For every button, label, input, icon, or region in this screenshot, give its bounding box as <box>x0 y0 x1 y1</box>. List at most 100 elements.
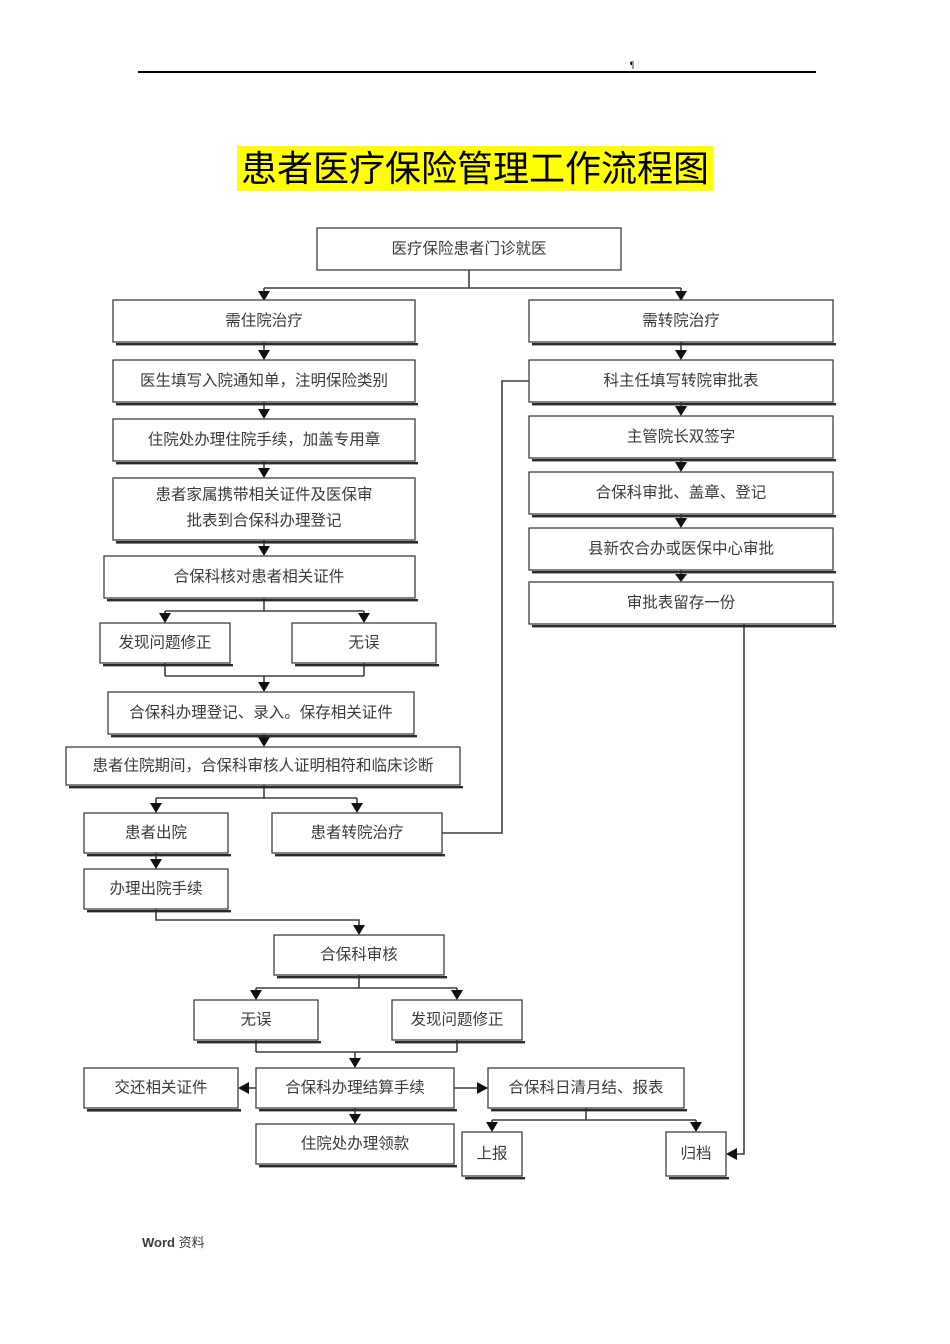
node-keep-one-copy-of-approval-form[interactable]: 审批表留存一份 <box>528 581 836 628</box>
node-daily-monthly-settlement-report[interactable]: 合保科日清月结、报表 <box>487 1067 687 1112</box>
arrowhead-n5-n6 <box>258 546 270 556</box>
node-verify-patient-documents[interactable]: 合保科核对患者相关证件 <box>103 555 418 602</box>
node-insurance-dept-approve-stamp-register[interactable]: 合保科审批、盖章、登记 <box>528 471 836 518</box>
node-label: 合保科审批、盖章、登记 <box>596 484 767 502</box>
node-shadow <box>275 854 445 857</box>
node-report-upward[interactable]: 上报 <box>461 1131 525 1180</box>
node-patient-transfer-treatment[interactable]: 患者转院治疗 <box>271 812 445 857</box>
node-box <box>112 299 416 343</box>
node-box <box>103 555 416 599</box>
node-shadow <box>491 1109 687 1112</box>
node-insurance-dept-review[interactable]: 合保科审核 <box>273 934 447 979</box>
node-box <box>391 999 523 1041</box>
arrowhead-n1-n2 <box>258 291 270 301</box>
arrowhead-n6-n8 <box>358 613 370 623</box>
node-label: 县新农合办或医保中心审批 <box>588 540 774 558</box>
arrowhead-n14-n15 <box>250 990 262 1000</box>
node-shadow <box>259 1109 457 1112</box>
node-label: 需转院治疗 <box>642 311 720 330</box>
node-return-documents[interactable]: 交还相关证件 <box>83 1067 241 1112</box>
node-box <box>112 477 416 541</box>
arrowhead-r5-r6 <box>675 574 687 582</box>
node-issue-found-correct-2[interactable]: 发现问题修正 <box>391 999 525 1044</box>
node-box <box>112 359 416 403</box>
arrowhead-n4-n5 <box>258 468 270 478</box>
node-label: 住院处办理领款 <box>301 1134 410 1153</box>
arrowhead-r3-r4 <box>675 462 687 472</box>
node-label: 发现问题修正 <box>118 634 211 652</box>
node-shadow <box>295 664 439 667</box>
node-label: 患者住院期间，合保科审核人证明相符和临床诊断 <box>92 756 433 775</box>
arrowhead-n1-r1 <box>675 291 687 301</box>
node-settlement-procedures[interactable]: 合保科办理结算手续 <box>255 1067 457 1112</box>
node-discharge-procedures[interactable]: 办理出院手续 <box>83 868 231 913</box>
node-label: 需住院治疗 <box>225 311 303 330</box>
node-shadow <box>116 462 418 465</box>
node-box <box>83 1067 239 1109</box>
node-inpatient-office-payment[interactable]: 住院处办理领款 <box>255 1123 457 1168</box>
node-no-error-2[interactable]: 无误 <box>193 999 321 1044</box>
node-label: 主管院长双签字 <box>627 427 736 446</box>
node-box <box>83 812 229 854</box>
node-issue-found-correct-1[interactable]: 发现问题修正 <box>99 622 233 667</box>
node-family-brings-documents[interactable]: 患者家属携带相关证件及医保审 批表到合保科办理登记 <box>112 477 418 544</box>
node-shadow <box>277 976 447 979</box>
node-shadow <box>532 343 836 346</box>
node-box <box>273 934 445 976</box>
node-shadow <box>87 854 231 857</box>
node-label: 审批表留存一份 <box>627 594 736 612</box>
node-box <box>255 1123 455 1165</box>
footer-suffix-label: 资料 <box>174 1235 205 1250</box>
node-need-hospital-transfer[interactable]: 需转院治疗 <box>528 299 836 346</box>
node-label: 无误 <box>240 1011 271 1029</box>
node-box <box>65 746 461 786</box>
node-shadow <box>259 1165 457 1168</box>
node-label: 办理出院手续 <box>109 879 202 898</box>
node-shadow <box>116 541 418 544</box>
node-patient-discharged[interactable]: 患者出院 <box>83 812 231 857</box>
node-no-error-1[interactable]: 无误 <box>291 622 439 667</box>
arrowhead-r4-r5 <box>675 518 687 528</box>
node-label: 患者出院 <box>125 823 187 842</box>
arrowhead-n10-n12 <box>351 803 363 813</box>
node-box <box>528 581 834 625</box>
node-label-line2: 批表到合保科办理登记 <box>186 512 341 530</box>
node-shadow <box>532 571 836 574</box>
node-box <box>83 868 229 910</box>
header-paragraph-mark: ¶ <box>630 60 635 70</box>
arrowhead-n9-n10 <box>258 737 270 747</box>
arrowhead-merge-n18 <box>349 1058 361 1068</box>
node-during-hospitalization-audit[interactable]: 患者住院期间，合保科审核人证明相符和临床诊断 <box>65 746 463 789</box>
node-box <box>112 418 416 462</box>
node-archive[interactable]: 归档 <box>665 1131 729 1180</box>
node-shadow <box>111 735 417 738</box>
arrowhead-n18-n17 <box>238 1082 249 1094</box>
arrowhead-n6-n7 <box>159 613 171 623</box>
node-label: 归档 <box>680 1145 711 1163</box>
arrowhead-n19-n22 <box>690 1122 702 1132</box>
node-box <box>193 999 319 1041</box>
node-label: 科主任填写转院审批表 <box>603 371 758 390</box>
node-shadow <box>532 403 836 406</box>
node-register-and-enter-data[interactable]: 合保科办理登记、录入。保存相关证件 <box>107 691 417 738</box>
node-shadow <box>532 625 836 628</box>
arrowhead-n13-n14 <box>353 925 365 935</box>
node-shadow <box>87 1109 241 1112</box>
header-rule <box>138 71 816 73</box>
node-need-inpatient-treatment[interactable]: 需住院治疗 <box>112 299 418 346</box>
node-label: 无误 <box>348 634 379 652</box>
node-doctor-fills-admission-notice[interactable]: 医生填写入院通知单，注明保险类别 <box>112 359 418 406</box>
edge-n12-r2 <box>442 380 529 834</box>
arrowhead-merge-n9 <box>258 682 270 692</box>
node-label: 合保科办理结算手续 <box>285 1078 425 1097</box>
node-vice-president-signature[interactable]: 主管院长双签字 <box>528 415 836 462</box>
node-outpatient-visit[interactable]: 医疗保险患者门诊就医 <box>316 227 622 271</box>
node-inpatient-office-procedures[interactable]: 住院处办理住院手续，加盖专用章 <box>112 418 418 465</box>
node-shadow <box>107 599 418 602</box>
arrowhead-n14-n16 <box>451 990 463 1000</box>
node-director-fills-transfer-form[interactable]: 科主任填写转院审批表 <box>528 359 836 406</box>
connectors <box>150 270 745 1160</box>
node-county-rural-or-insurance-center-approval[interactable]: 县新农合办或医保中心审批 <box>528 527 836 574</box>
node-shadow <box>69 786 463 789</box>
node-shadow <box>87 910 231 913</box>
